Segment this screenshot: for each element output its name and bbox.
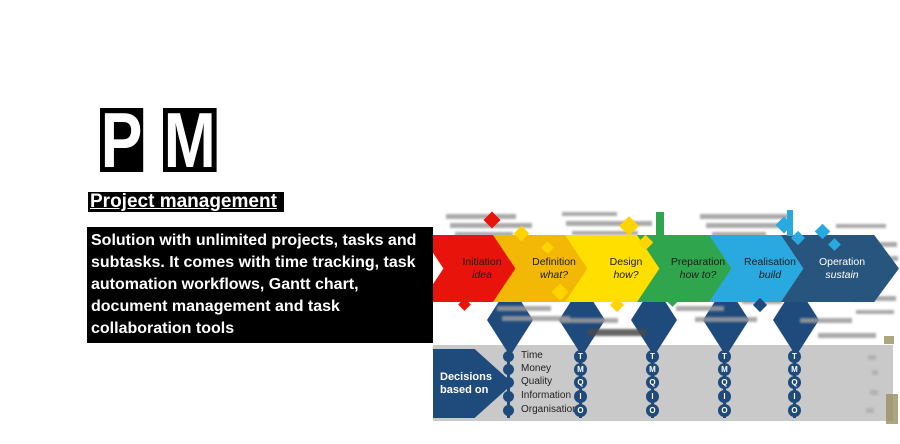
artifact-smudge — [497, 306, 551, 311]
description-line: document management and task — [91, 298, 340, 315]
gate-circle-m: M — [718, 363, 731, 376]
criteria-dot — [503, 351, 514, 362]
artifact-smudge — [800, 318, 852, 323]
phase-label: Realisation — [744, 255, 796, 268]
project-phases-diagram: Initiation idea Definition what? Design … — [433, 0, 900, 444]
gate-circle-q: Q — [574, 376, 587, 389]
gate-circle-o: O — [788, 404, 801, 417]
description-line: Solution with unlimited projects, tasks … — [91, 232, 417, 249]
criteria-label-organisation: Organisation — [521, 404, 578, 415]
phase-sublabel: idea — [472, 268, 492, 281]
phase-sublabel: how to? — [679, 268, 717, 281]
phase-sublabel: what? — [539, 268, 569, 281]
artifact-smudge — [856, 310, 894, 314]
artifact-smudge — [836, 224, 886, 228]
mini-arrow-green — [656, 212, 664, 246]
logo-letter-p: P — [100, 96, 144, 184]
artifact-smudge — [566, 221, 652, 226]
artifact-smudge — [562, 212, 617, 216]
description-line: collaboration tools — [91, 320, 235, 337]
criteria-dot — [503, 391, 514, 402]
phase-label: Preparation — [670, 255, 726, 268]
gate-circle-i: I — [646, 390, 659, 403]
artifact-smudge — [712, 232, 766, 236]
phase-label: Design — [609, 255, 643, 268]
artifact-smudge — [818, 333, 876, 338]
gate-circle-m: M — [646, 363, 659, 376]
pm-logo: P M — [100, 96, 230, 184]
decisions-label: based on — [440, 383, 489, 396]
gate-circle-i: I — [574, 390, 587, 403]
gate-circle-i: I — [718, 390, 731, 403]
artifact-smudge — [572, 231, 638, 235]
criteria-dot — [503, 405, 514, 416]
gate-circle-q: Q — [788, 376, 801, 389]
artifact-smudge — [872, 370, 878, 375]
artifact-smudge — [676, 306, 724, 311]
gate-circle-t: T — [574, 350, 587, 363]
criteria-label-information: Information — [521, 390, 572, 401]
artifact-smudge — [870, 390, 878, 395]
artifact-smudge — [588, 329, 646, 336]
artifact-smudge — [446, 214, 516, 219]
description-paragraph: Solution with unlimited projects, tasks … — [87, 227, 433, 343]
artifact-smudge — [502, 316, 570, 321]
criteria-label-quality: Quality — [521, 376, 553, 387]
description-line: automation workflows, Gantt chart, — [91, 276, 359, 293]
gate-circle-o: O — [574, 404, 587, 417]
artifact-smudge — [695, 317, 757, 322]
criteria-label-time: Time — [521, 350, 543, 361]
gate-circle-o: O — [646, 404, 659, 417]
gate-circle-m: M — [788, 363, 801, 376]
gate-circle-i: I — [788, 390, 801, 403]
phase-label: Operation — [818, 255, 866, 268]
criteria-dot — [503, 364, 514, 375]
artifact-tan — [886, 394, 898, 424]
gate-circle-t: T — [718, 350, 731, 363]
artifact-smudge — [866, 408, 874, 413]
phase-sublabel: how? — [613, 268, 639, 281]
phase-sublabel: sustain — [825, 268, 859, 281]
gate-circle-q: Q — [718, 376, 731, 389]
artifact-tan — [884, 336, 894, 344]
artifact-smudge — [700, 214, 788, 219]
criteria-dot — [503, 377, 514, 388]
decisions-label: Decisions — [440, 370, 492, 383]
phase-label: Definition — [532, 255, 576, 268]
gate-circle-o: O — [718, 404, 731, 417]
mini-arrow-blue — [787, 210, 793, 236]
gate-circle-m: M — [574, 363, 587, 376]
criteria-label-money: Money — [521, 363, 552, 374]
logo-letter-m: M — [163, 96, 217, 184]
gate-circle-t: T — [646, 350, 659, 363]
project-management-heading-link[interactable]: Project management — [88, 192, 284, 212]
gate-circle-t: T — [788, 350, 801, 363]
description-line: subtasks. It comes with time tracking, t… — [91, 254, 416, 271]
gate-circle-q: Q — [646, 376, 659, 389]
phase-label: Initiation — [462, 255, 502, 268]
phase-sublabel: build — [758, 268, 782, 281]
artifact-smudge — [868, 355, 876, 360]
artifact-smudge — [560, 318, 618, 323]
artifact-smudge — [455, 232, 513, 236]
artifact-smudge — [706, 223, 784, 228]
